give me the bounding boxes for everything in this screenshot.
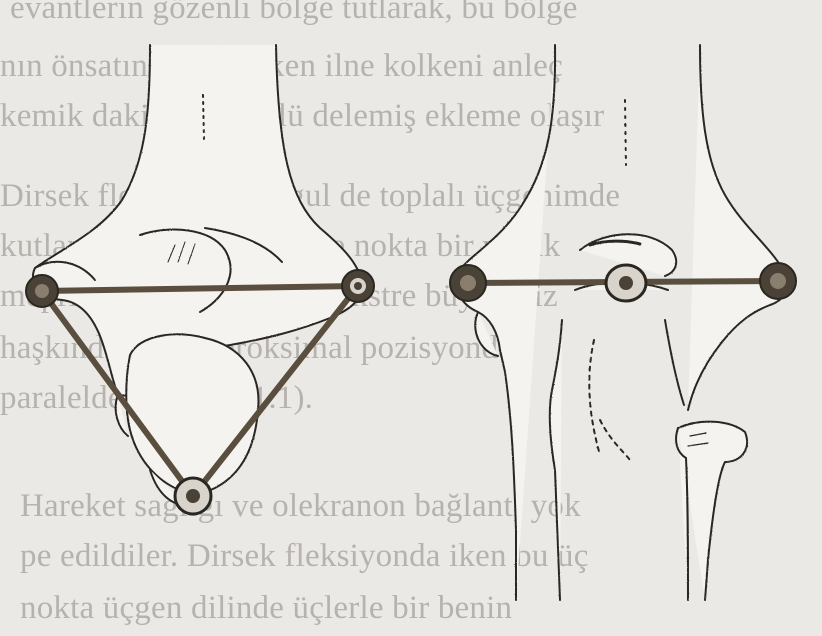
midline-dotted — [625, 100, 626, 165]
flexed-elbow-drawing — [33, 45, 362, 505]
humerus-outline — [456, 45, 555, 600]
olecranon-marker — [606, 265, 646, 301]
medial-epicondyle-marker — [342, 270, 374, 302]
extended-elbow-drawing — [456, 45, 786, 600]
olecranon-marker — [175, 478, 211, 514]
lateral-epicondyle-marker — [760, 263, 796, 299]
medial-epicondyle-marker — [450, 265, 486, 301]
lateral-epicondyle-marker — [26, 275, 58, 307]
olecranon-outline — [126, 334, 258, 493]
